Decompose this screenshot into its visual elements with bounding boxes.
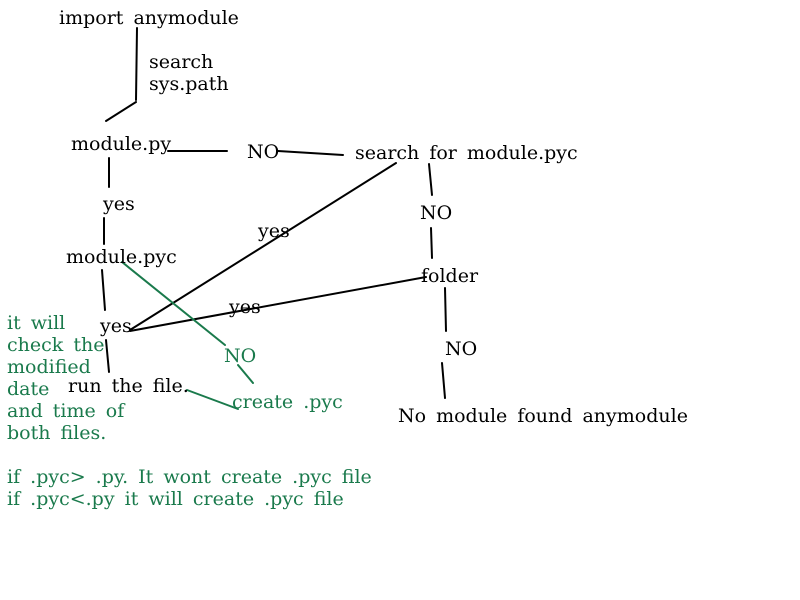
connector-no-to-not-found (441, 362, 446, 399)
label-no-module-py: NO (247, 141, 280, 163)
connector-search-pyc-to-no (428, 163, 433, 196)
node-search-module-pyc: search for module.pyc (355, 142, 578, 164)
node-module-pyc: module.pyc (66, 246, 177, 268)
connector-module-pyc-to-green-no (121, 261, 226, 346)
node-folder: folder (421, 265, 479, 287)
connector-import-to-search (135, 27, 138, 101)
connector-no-to-search-pyc (277, 150, 344, 156)
connector-folder-to-no (444, 287, 447, 332)
note-rule-pyc-older: if .pyc<.py it will create .pyc file (7, 488, 344, 510)
node-run-file: run the file. (68, 375, 189, 397)
connector-search-pyc-to-yes (129, 162, 397, 331)
node-yes-center: yes (100, 315, 132, 337)
connector-yes-to-run-file (105, 339, 110, 373)
label-no-search-pyc: NO (420, 202, 453, 224)
connector-search-to-module-py (105, 101, 137, 122)
node-import: import anymodule (59, 7, 239, 29)
node-module-py: module.py (71, 133, 172, 155)
note-check-dates: it will check the modified date and time… (7, 312, 125, 444)
connector-no-to-folder (430, 227, 433, 259)
connector-folder-to-yes (129, 276, 427, 332)
node-search-sys-path: search sys.path (149, 51, 229, 95)
label-yes-folder: yes (229, 296, 261, 318)
label-no-folder: NO (445, 338, 478, 360)
connector-run-file-to-create-pyc (186, 389, 239, 410)
label-yes-search-pyc: yes (258, 220, 290, 242)
connector-green-no-to-create-pyc (237, 364, 254, 384)
note-rule-pyc-newer: if .pyc> .py. It wont create .pyc file (7, 466, 372, 488)
label-yes-module-py: yes (103, 193, 135, 215)
node-no-module-found: No module found anymodule (398, 405, 688, 427)
node-create-pyc: create .pyc (232, 391, 343, 413)
connector-module-pyc-to-yes (101, 269, 106, 311)
label-no-module-pyc: NO (224, 345, 257, 367)
